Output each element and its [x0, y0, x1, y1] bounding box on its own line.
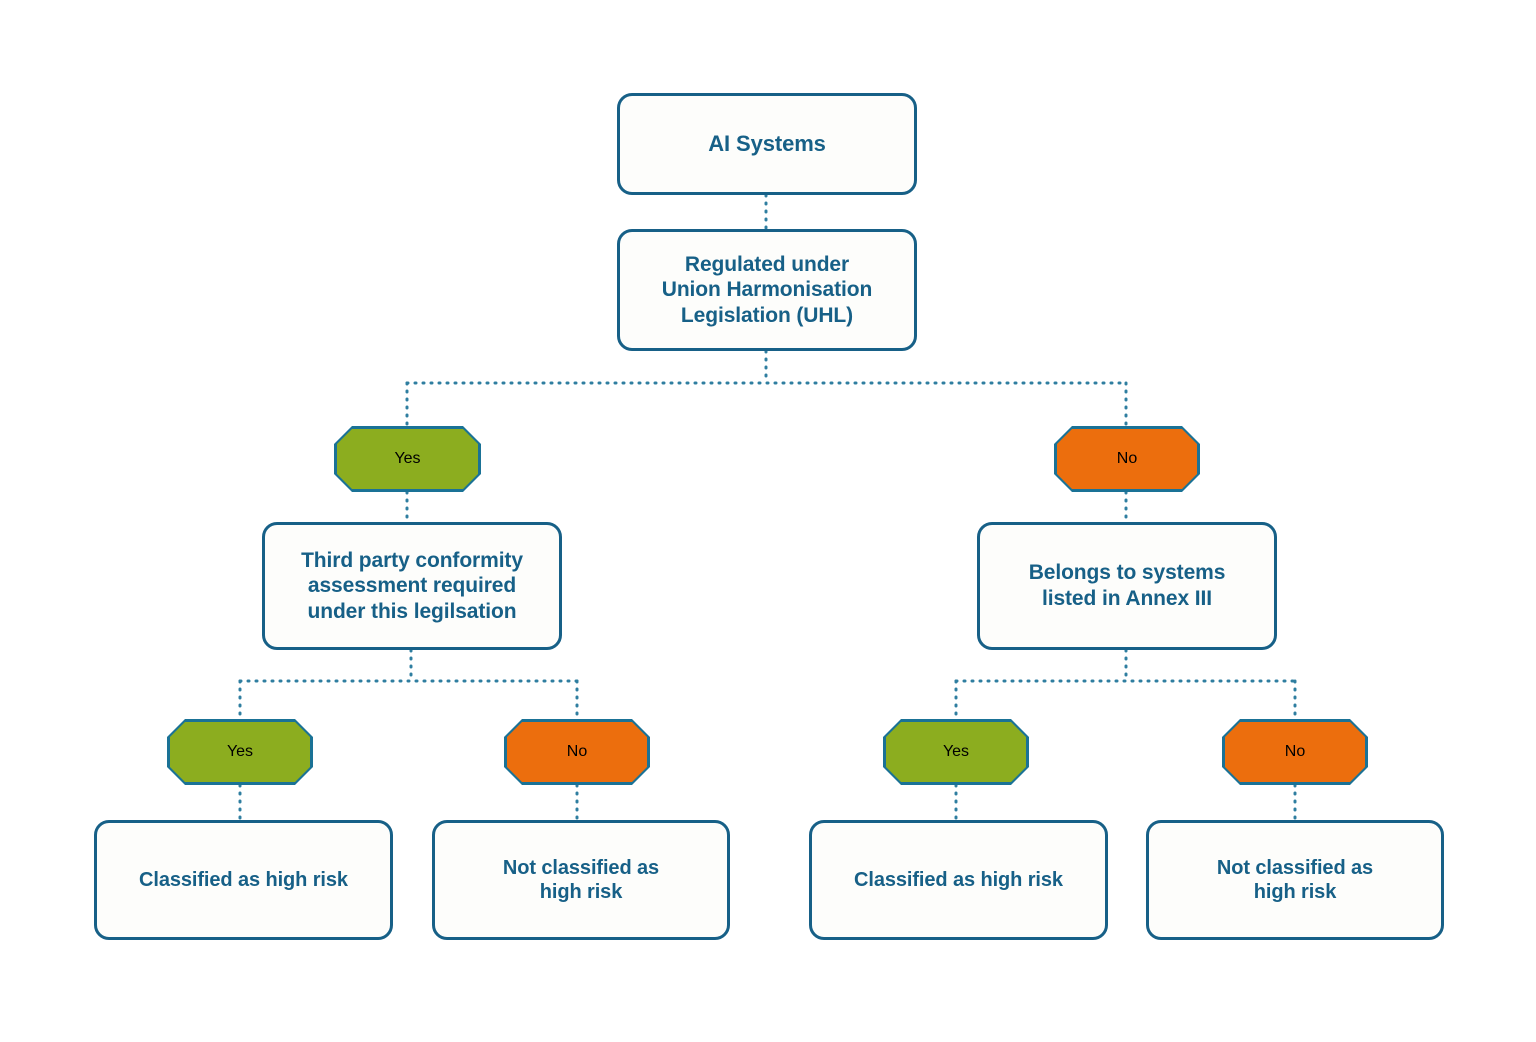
chip-uhl-yes-body: Yes: [337, 429, 478, 489]
chip-thirdparty-yes-label: Yes: [226, 743, 254, 760]
chip-uhl-yes[interactable]: Yes: [334, 426, 481, 492]
node-outcome-annex-yes-label: Classified as high risk: [854, 868, 1063, 891]
chip-thirdparty-no-body: No: [507, 722, 647, 782]
node-outcome-thirdparty-yes-label: Classified as high risk: [139, 868, 348, 891]
chip-uhl-no[interactable]: No: [1054, 426, 1200, 492]
chip-annex-yes[interactable]: Yes: [883, 719, 1029, 785]
chip-thirdparty-yes[interactable]: Yes: [167, 719, 313, 785]
chip-annex-no-body: No: [1225, 722, 1365, 782]
chip-uhl-no-label: No: [1116, 450, 1138, 467]
node-ai-systems[interactable]: AI Systems: [617, 93, 917, 195]
chip-thirdparty-yes-body: Yes: [170, 722, 310, 782]
node-outcome-annex-yes[interactable]: Classified as high risk: [809, 820, 1108, 940]
node-ai-systems-label: AI Systems: [708, 130, 826, 156]
chip-annex-no-label: No: [1284, 743, 1306, 760]
chip-thirdparty-no[interactable]: No: [504, 719, 650, 785]
chip-annex-no[interactable]: No: [1222, 719, 1368, 785]
chip-uhl-yes-label: Yes: [394, 450, 421, 467]
chip-thirdparty-no-label: No: [566, 743, 588, 760]
chip-annex-yes-label: Yes: [942, 743, 970, 760]
node-outcome-thirdparty-yes[interactable]: Classified as high risk: [94, 820, 393, 940]
chip-annex-yes-body: Yes: [886, 722, 1026, 782]
chip-uhl-no-body: No: [1057, 429, 1197, 489]
